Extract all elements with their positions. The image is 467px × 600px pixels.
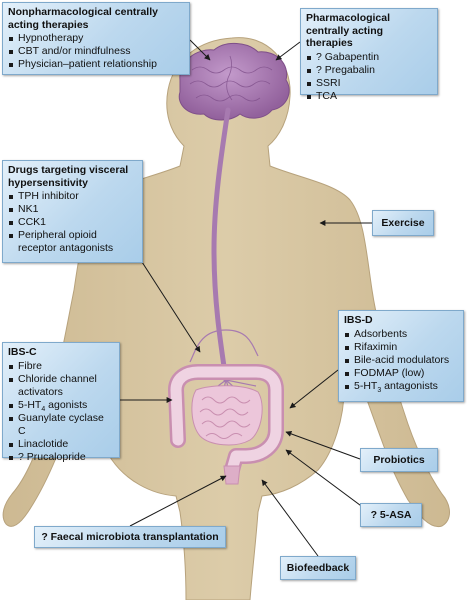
ht3-suffix: antagonists — [381, 379, 438, 392]
list-item: ? Prucalopride — [8, 451, 114, 464]
intestines — [168, 364, 284, 485]
list-item: ? Pregabalin — [306, 64, 432, 77]
box-5-asa: ? 5-ASA — [360, 503, 422, 527]
box-label: Probiotics — [373, 453, 425, 466]
list-item: SSRI — [306, 77, 432, 90]
box-visceral-hypersensitivity: Drugs targeting visceral hypersensitivit… — [2, 160, 143, 263]
list-item: CBT and/or mindfulness — [8, 45, 184, 58]
brain — [178, 43, 290, 121]
box-label: Biofeedback — [286, 561, 350, 574]
list-item: CCK1 — [8, 216, 137, 229]
box-label: ? 5-ASA — [370, 508, 412, 521]
ht4-prefix: 5-HT — [18, 398, 42, 411]
list-item: ? Gabapentin — [306, 51, 432, 64]
box-title: IBS-D — [344, 314, 373, 326]
box-faecal-microbiota-transplantation: ? Faecal microbiota transplantation — [34, 526, 226, 548]
box-title: Drugs targeting visceral hypersensitivit… — [8, 164, 129, 189]
box-label: Exercise — [381, 216, 425, 229]
ht3-sub: 3 — [377, 386, 382, 394]
ht4-sub: 4 — [41, 405, 46, 413]
ht4-suffix: agonists — [45, 398, 88, 411]
list-item: Fibre — [8, 360, 114, 373]
box-nonpharmacological: Nonpharmacological centrally acting ther… — [2, 2, 190, 75]
list-item: Adsorbents — [344, 328, 458, 341]
list-item: Hypnotherapy — [8, 32, 184, 45]
list-item: Peripheral opioid receptor antagonists — [8, 229, 137, 255]
box-ibs-c: IBS-C Fibre Chloride channel activators … — [2, 342, 120, 463]
list-item: Rifaximin — [344, 341, 458, 354]
list-item: NK1 — [8, 203, 137, 216]
box-title: Nonpharmacological centrally acting ther… — [8, 6, 158, 31]
list-item: FODMAP (low) — [344, 367, 458, 380]
list-item-5ht3: 5-HT3 antagonists — [344, 379, 458, 394]
box-title: IBS-C — [8, 346, 37, 358]
ht3-prefix: 5-HT — [354, 379, 378, 392]
list-item: TPH inhibitor — [8, 190, 137, 203]
list-item-5ht4: 5-HT4 agonists — [8, 398, 114, 413]
arrows — [120, 39, 373, 557]
box-ibs-d: IBS-D Adsorbents Rifaximin Bile-acid mod… — [338, 310, 464, 402]
box-biofeedback: Biofeedback — [280, 556, 356, 580]
box-pharmacological: Pharmacological centrally acting therapi… — [300, 8, 438, 102]
list-item: Guanylate cyclase C — [8, 412, 114, 438]
nerve-cord — [211, 107, 231, 383]
list-item: Chloride channel activators — [8, 373, 114, 399]
list-item: Bile-acid modulators — [344, 354, 458, 367]
box-exercise: Exercise — [372, 210, 434, 236]
list-item: Linaclotide — [8, 438, 114, 451]
box-title: Pharmacological centrally acting therapi… — [306, 12, 391, 49]
list-item: TCA — [306, 90, 432, 103]
box-label: ? Faecal microbiota transplantation — [41, 530, 219, 543]
box-probiotics: Probiotics — [360, 448, 438, 472]
list-item: Physician–patient relationship — [8, 58, 184, 71]
